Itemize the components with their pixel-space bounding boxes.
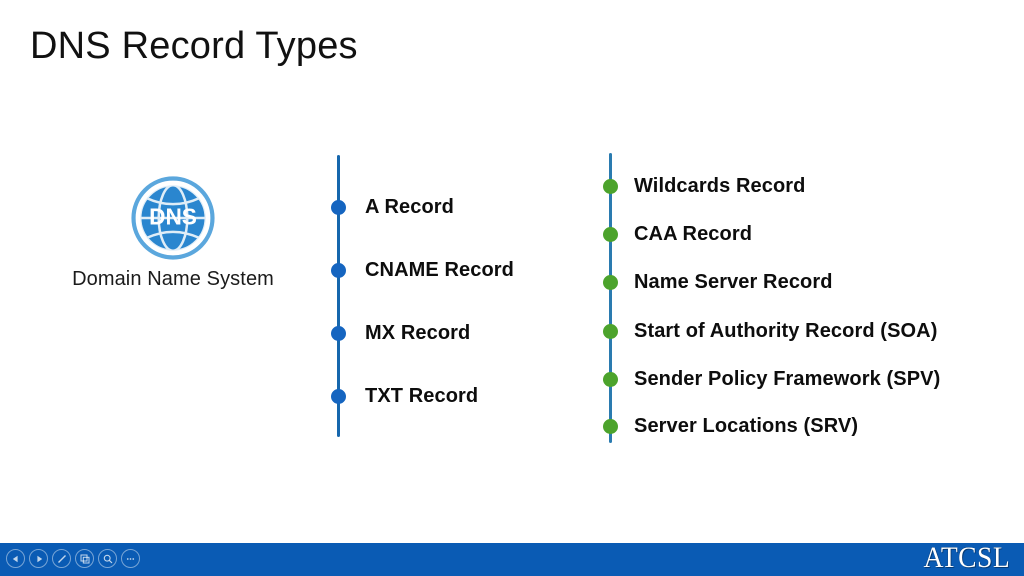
timeline-dot-icon <box>603 372 618 387</box>
list-item[interactable]: MX Record <box>331 322 471 345</box>
dns-badge: DNS Domain Name System <box>60 176 286 291</box>
pen-icon[interactable] <box>52 549 71 568</box>
timeline-item-label: Start of Authority Record (SOA) <box>634 320 938 342</box>
timeline-item-label: Server Locations (SRV) <box>634 415 859 437</box>
timeline-dot-icon <box>603 324 618 339</box>
dns-globe-label: DNS <box>149 204 197 230</box>
player-controls <box>6 549 140 568</box>
list-item[interactable]: CAA Record <box>603 223 753 246</box>
page-title: DNS Record Types <box>30 25 358 67</box>
player-bar: ATCSL <box>0 541 1024 576</box>
list-item[interactable]: Wildcards Record <box>603 175 806 198</box>
previous-icon[interactable] <box>6 549 25 568</box>
list-item[interactable]: CNAME Record <box>331 259 514 282</box>
timeline-item-label: A Record <box>365 196 454 218</box>
list-item[interactable]: TXT Record <box>331 385 479 408</box>
timeline-dot-icon <box>331 200 346 215</box>
timeline-dot-icon <box>603 419 618 434</box>
timeline-dot-icon <box>603 179 618 194</box>
list-item[interactable]: Name Server Record <box>603 271 833 294</box>
dns-caption: Domain Name System <box>72 268 274 290</box>
brand-logo: ATCSL <box>923 541 1010 574</box>
list-item[interactable]: Sender Policy Framework (SPV) <box>603 368 941 391</box>
timeline-dot-icon <box>603 275 618 290</box>
timeline-dot-icon <box>331 263 346 278</box>
list-item[interactable]: A Record <box>331 196 454 219</box>
list-item[interactable]: Start of Authority Record (SOA) <box>603 320 938 343</box>
list-item[interactable]: Server Locations (SRV) <box>603 415 859 438</box>
timeline-left-axis <box>337 155 340 437</box>
timeline-dot-icon <box>331 389 346 404</box>
timeline-item-label: CAA Record <box>634 223 753 245</box>
timeline-item-label: CNAME Record <box>365 259 514 281</box>
dns-globe-icon: DNS <box>131 176 215 260</box>
timeline-dot-icon <box>331 326 346 341</box>
timeline-right-axis <box>609 153 612 443</box>
search-icon[interactable] <box>98 549 117 568</box>
timeline-item-label: MX Record <box>365 322 471 344</box>
play-icon[interactable] <box>29 549 48 568</box>
more-icon[interactable] <box>121 549 140 568</box>
duplicate-icon[interactable] <box>75 549 94 568</box>
timeline-item-label: Name Server Record <box>634 271 833 293</box>
timeline-item-label: Sender Policy Framework (SPV) <box>634 368 941 390</box>
timeline-item-label: Wildcards Record <box>634 175 806 197</box>
timeline-dot-icon <box>603 227 618 242</box>
timeline-item-label: TXT Record <box>365 385 479 407</box>
